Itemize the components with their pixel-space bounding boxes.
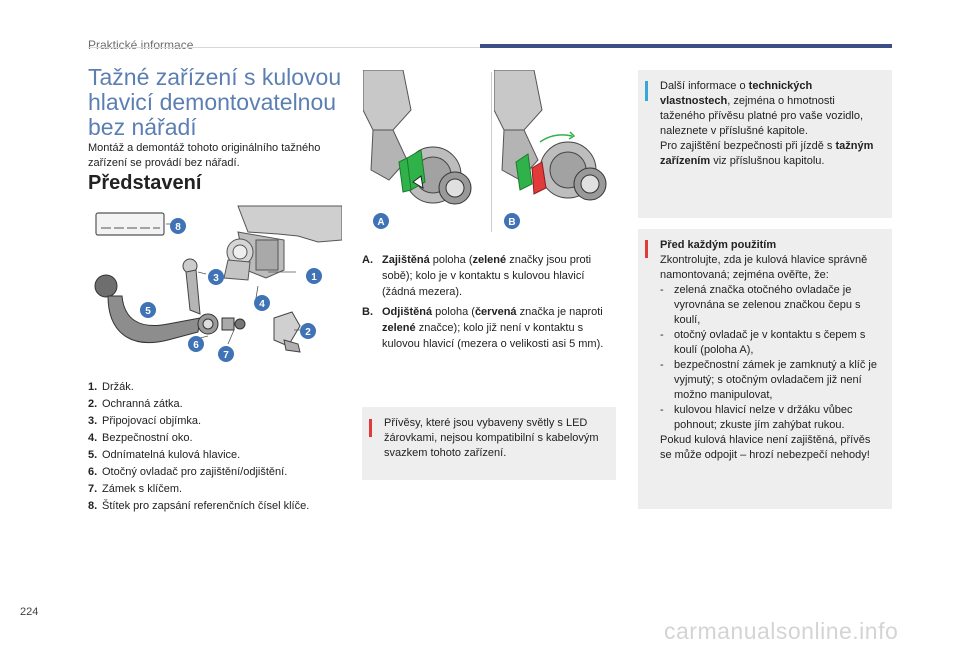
- parts-item-text: Zámek s klíčem.: [102, 483, 183, 495]
- pre-use-warning-body: Před každým použitím Zkontrolujte, zda j…: [660, 238, 882, 463]
- pre-use-warning-intro: Zkontrolujte, zda je kulová hlavice sprá…: [660, 254, 868, 281]
- pre-use-check-item: -kulovou hlavicí nelze v držáku vůbec po…: [660, 403, 882, 433]
- svg-text:7: 7: [223, 350, 229, 361]
- parts-list-item: 4. Bezpečnostní oko.: [88, 430, 348, 447]
- list-dash: -: [660, 284, 664, 296]
- parts-item-number: 6.: [88, 466, 98, 478]
- pre-use-check-item: -otočný ovladač je v kontaktu s čepem s …: [660, 328, 882, 358]
- parts-item-number: 1.: [88, 381, 98, 393]
- towbar-parts-illustration: 1 2 3 4 5 6 7 8: [88, 200, 342, 366]
- parts-item-text: Otočný ovladač pro zajištění/odjištění.: [102, 466, 288, 478]
- callout-8: 8: [170, 218, 186, 234]
- svg-text:6: 6: [193, 340, 199, 351]
- parts-list-item: 7. Zámek s klíčem.: [88, 481, 348, 498]
- parts-item-number: 7.: [88, 483, 98, 495]
- state-b-text: Odjištěná poloha (červená značka je napr…: [382, 306, 604, 350]
- pre-use-check-text: kulovou hlavicí nelze v držáku vůbec poh…: [674, 404, 853, 431]
- protective-cap: [273, 311, 301, 353]
- figure-separator: [491, 72, 492, 232]
- green-mark: [515, 153, 533, 191]
- parts-list-item: 8. Štítek pro zapsání referenčních čísel …: [88, 498, 348, 515]
- svg-text:8: 8: [175, 222, 181, 233]
- section-heading: Představení: [88, 172, 202, 194]
- list-dash: -: [660, 404, 664, 416]
- parts-item-text: Ochranná zátka.: [102, 398, 183, 410]
- info-note: Další informace o technických vlastnoste…: [638, 70, 892, 218]
- parts-list-item: 3. Připojovací objímka.: [88, 413, 348, 430]
- parts-list-item: 2. Ochranná zátka.: [88, 396, 348, 413]
- list-dash: -: [660, 359, 664, 371]
- state-descriptions: A. Zajištěná poloha (zelené značky jsou …: [362, 252, 617, 356]
- figure-a-locked: A: [363, 70, 472, 229]
- list-dash: -: [660, 329, 664, 341]
- section-label: Praktické informace: [88, 38, 194, 52]
- page-title: Tažné zařízení s kulovou hlavicí demonto…: [88, 64, 342, 140]
- figure-a-label: A: [377, 217, 384, 228]
- parts-item-number: 2.: [88, 398, 98, 410]
- state-b: B. Odjištěná poloha (červená značka je n…: [362, 304, 617, 352]
- callout-1: 1: [306, 268, 322, 284]
- connector-socket: [223, 238, 254, 281]
- removable-towball: [94, 258, 201, 344]
- pre-use-warning-list: -zelená značka otočného ovladače je vyro…: [660, 283, 882, 433]
- pre-use-check-text: otočný ovladač je v kontaktu s čepem s k…: [674, 329, 866, 356]
- watermark: carmanualsonline.info: [664, 618, 899, 644]
- callout-2: 2: [300, 323, 316, 339]
- callout-6: 6: [188, 336, 204, 352]
- parts-item-text: Držák.: [102, 381, 134, 393]
- svg-text:4: 4: [259, 299, 265, 310]
- led-trailer-warning: Přívěsy, které jsou vybaveny světly s LE…: [362, 407, 616, 480]
- callout-3: 3: [208, 269, 224, 285]
- pre-use-check-item: -zelená značka otočného ovladače je vyro…: [660, 283, 882, 328]
- state-b-letter: B.: [362, 306, 373, 318]
- state-a-letter: A.: [362, 254, 373, 266]
- info-note-text: Další informace o technických vlastnoste…: [660, 80, 874, 167]
- red-mark: [531, 161, 547, 195]
- pre-use-warning: Před každým použitím Zkontrolujte, zda j…: [638, 229, 892, 509]
- intro-text: Montáž a demontáž tohoto originálního ta…: [88, 142, 321, 169]
- pre-use-warning-outro: Pokud kulová hlavice není zajištěná, pří…: [660, 434, 871, 461]
- svg-text:5: 5: [145, 306, 151, 317]
- header-rule: [88, 47, 480, 48]
- figure-b-label: B: [508, 217, 515, 228]
- header-accent-rule: [480, 44, 892, 48]
- svg-text:2: 2: [305, 327, 311, 338]
- callout-5: 5: [140, 302, 156, 318]
- parts-item-number: 5.: [88, 449, 98, 461]
- holder-bracket: [237, 205, 342, 279]
- pre-use-check-text: zelená značka otočného ovladače je vyrov…: [674, 284, 861, 326]
- pre-use-warning-title: Před každým použitím: [660, 239, 777, 251]
- parts-item-text: Připojovací objímka.: [102, 415, 202, 427]
- warning-mark-icon: [369, 419, 372, 437]
- callout-7: 7: [218, 346, 234, 362]
- warning-mark-icon: [645, 240, 648, 258]
- parts-item-number: 8.: [88, 500, 98, 512]
- svg-text:3: 3: [213, 273, 219, 284]
- callout-4: 4: [254, 295, 270, 311]
- svg-text:1: 1: [311, 272, 317, 283]
- pre-use-check-item: -bezpečnostní zámek je zamknutý a klíč j…: [660, 358, 882, 403]
- parts-item-number: 4.: [88, 432, 98, 444]
- led-trailer-warning-text: Přívěsy, které jsou vybaveny světly s LE…: [384, 417, 599, 459]
- info-mark-icon: [645, 81, 648, 101]
- figure-b-unlocked: B: [494, 70, 607, 229]
- state-a-text: Zajištěná poloha (zelené značky jsou pro…: [382, 254, 592, 298]
- parts-item-text: Bezpečnostní oko.: [102, 432, 193, 444]
- parts-list-item: 5. Odnímatelná kulová hlavice.: [88, 447, 348, 464]
- state-a: A. Zajištěná poloha (zelené značky jsou …: [362, 252, 617, 300]
- parts-list: 1. Držák. 2. Ochranná zátka. 3. Připojovací o…: [88, 379, 348, 515]
- pre-use-check-text: bezpečnostní zámek je zamknutý a klíč je…: [674, 359, 877, 401]
- page-number: 224: [20, 606, 39, 618]
- key-label-plate: [95, 212, 165, 236]
- parts-item-text: Odnímatelná kulová hlavice.: [102, 449, 241, 461]
- parts-list-item: 1. Držák.: [88, 379, 348, 396]
- locking-knob: [197, 313, 246, 335]
- parts-item-number: 3.: [88, 415, 98, 427]
- parts-item-text: Štítek pro zapsání referenčních čísel kl…: [102, 500, 310, 512]
- parts-list-item: 6. Otočný ovladač pro zajištění/odjištění…: [88, 464, 348, 481]
